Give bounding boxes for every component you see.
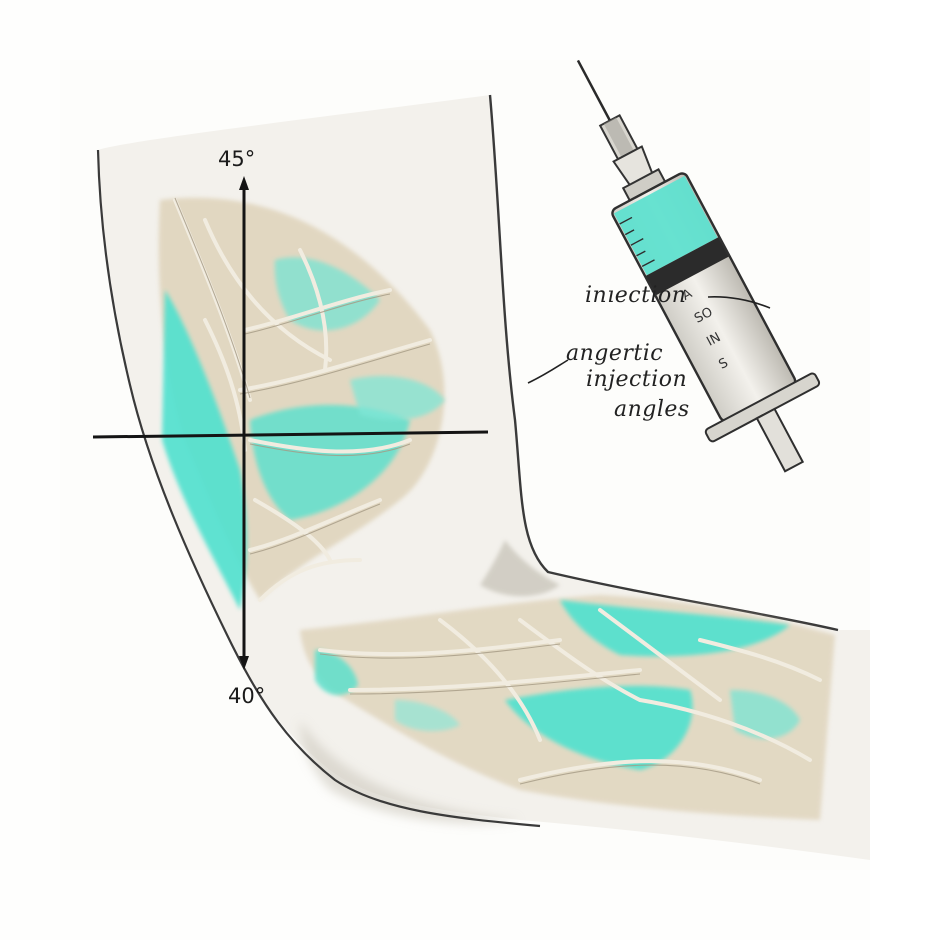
arm-outline-left	[96, 149, 541, 828]
barrel-mark-3: IN	[704, 330, 723, 350]
angle-axes: 45° 40°	[92, 147, 489, 708]
arm-outline-right	[488, 94, 839, 632]
arm-underside-shadow	[300, 720, 520, 824]
turquoise-patch-9	[395, 700, 460, 732]
syringe-annotation: inıection	[585, 283, 771, 309]
syringe-needle	[576, 59, 612, 123]
elbow-shadow	[480, 540, 560, 597]
turquoise-patch-4	[350, 376, 445, 420]
turquoise-patch-1	[162, 290, 247, 610]
syringe-label-leader	[707, 296, 771, 309]
angle-label-top: 45°	[218, 147, 255, 171]
turquoise-patch-7	[315, 650, 358, 696]
syringe-liquid	[613, 175, 718, 276]
turquoise-patch-5	[560, 600, 790, 657]
syringe: A SO IN S	[576, 59, 821, 473]
turquoise-patch-8	[730, 690, 800, 739]
turquoise-patch-3	[274, 257, 380, 331]
vertical-axis-arrowhead-top	[239, 176, 249, 190]
syringe-label: inıection	[585, 283, 686, 308]
caption-line-2: injection	[586, 367, 687, 392]
horizontal-axis	[92, 430, 489, 439]
turquoise-patch-6	[505, 685, 693, 770]
fascia-edges-forearm	[319, 643, 761, 785]
caption-annotation: angertic injection angles	[527, 341, 690, 422]
syringe-plunger-rod	[755, 407, 805, 473]
fascia-lines-forearm	[318, 608, 822, 782]
vertical-axis-arrowhead-bottom	[239, 656, 249, 670]
syringe-plunger-seal	[645, 237, 729, 296]
caption-line-3: angles	[614, 397, 690, 422]
syringe-graduations	[619, 216, 655, 268]
angle-label-bottom: 40°	[228, 684, 265, 708]
caption-line-1: angertic	[566, 341, 663, 366]
fascia-edges-upper	[174, 197, 431, 555]
forearm-tissue	[300, 595, 835, 820]
caption-leader-line	[527, 359, 569, 384]
fascia-lines-upper	[173, 198, 432, 602]
